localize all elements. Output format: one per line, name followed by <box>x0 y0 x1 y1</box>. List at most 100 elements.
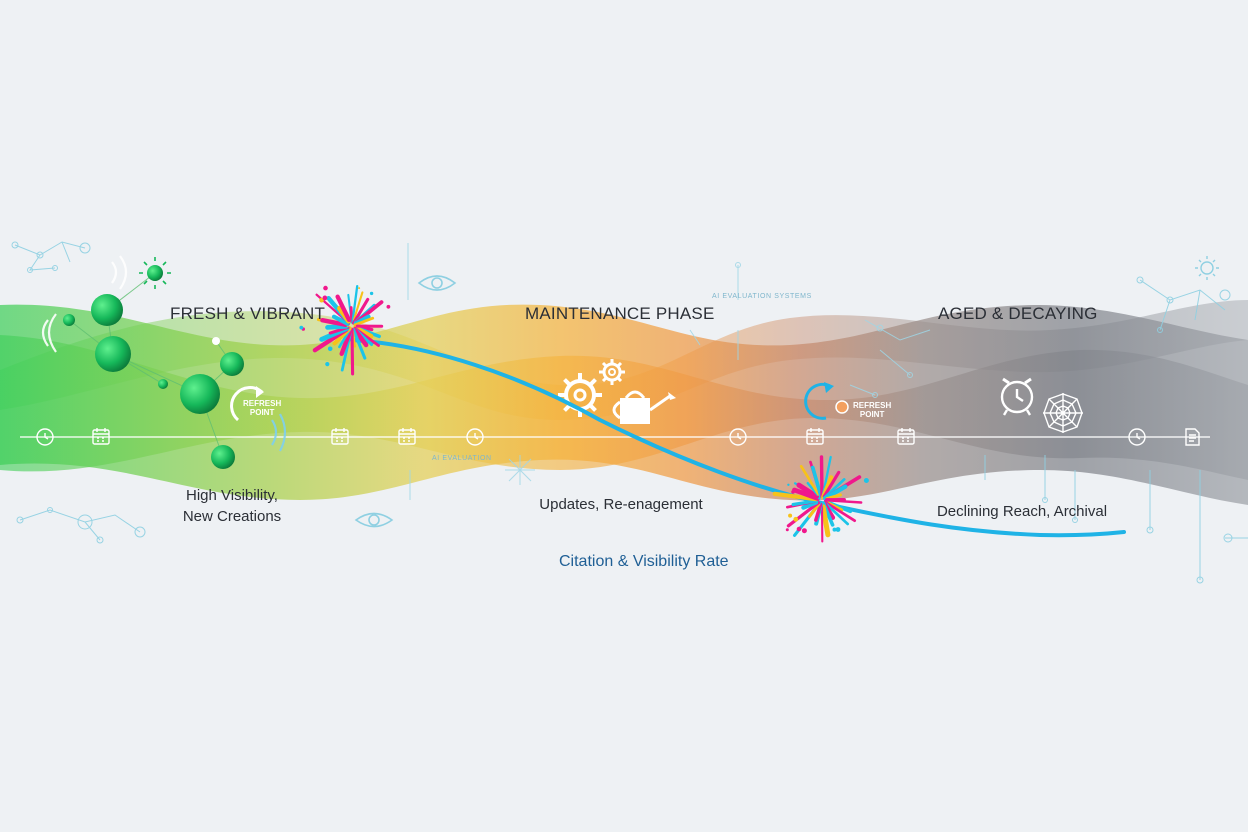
phase-description-fresh: High Visibility, New Creations <box>162 485 302 527</box>
burst-ray <box>351 327 367 360</box>
burst-particle <box>796 526 802 532</box>
burst-particle <box>793 516 799 522</box>
watering-can-icon <box>612 390 676 424</box>
network-node <box>91 294 123 326</box>
gear-icon <box>599 359 625 385</box>
phase-title-aged: AGED & DECAYING <box>938 304 1098 323</box>
burst-ray <box>331 314 350 327</box>
refresh-line: POINT <box>249 408 275 417</box>
burst-ray <box>825 493 842 501</box>
burst-particle <box>791 490 795 494</box>
micro-label: AI EVALUATION <box>432 455 492 462</box>
description-line: Updates, Re-enagement <box>539 496 703 513</box>
refresh-line: REFRESH <box>853 401 892 410</box>
burst-ray <box>819 455 824 499</box>
green-node-network <box>63 257 244 469</box>
burst-ray <box>786 501 820 528</box>
burst-particle <box>369 291 374 296</box>
network-decoration-left <box>11 241 146 544</box>
refresh-line: REFRESH <box>243 399 282 408</box>
network-node <box>220 352 244 376</box>
calendar-icon <box>806 428 824 445</box>
eye-icon <box>417 275 457 291</box>
burst-ray <box>806 481 819 496</box>
burst-ray <box>350 327 355 376</box>
phase-title-maintenance: MAINTENANCE PHASE <box>525 304 715 323</box>
phase-description-aged: Declining Reach, Archival <box>924 501 1120 522</box>
phase-title-fresh: FRESH & VIBRANT <box>170 304 326 323</box>
phase-description-maintenance: Updates, Re-enagement <box>526 494 716 515</box>
burst-particle <box>323 285 328 291</box>
network-node <box>95 336 131 372</box>
refresh-arrow-icon <box>804 382 834 420</box>
burst-ray <box>801 500 819 510</box>
burst-ray <box>823 500 857 523</box>
network-decoration-center <box>407 243 931 500</box>
burst-particle <box>863 478 869 483</box>
network-node <box>211 445 235 469</box>
burst-icon <box>772 455 869 543</box>
description-line: High Visibility, <box>186 487 278 504</box>
burst-particle <box>327 346 333 352</box>
network-node <box>63 314 75 326</box>
burst-particle <box>299 325 304 330</box>
burst-particle <box>785 528 789 532</box>
glowing-node-icon <box>139 257 171 289</box>
refresh-point-label: REFRESH POINT <box>243 399 281 417</box>
burst-ray <box>353 316 375 327</box>
calendar-icon <box>897 428 915 445</box>
burst-ray <box>353 328 369 348</box>
ribbon-band-top-cross <box>0 300 1248 420</box>
refresh-point-dot <box>835 400 849 414</box>
burst-ray <box>808 503 820 518</box>
calendar-icon <box>331 428 349 445</box>
sun-icon <box>1195 256 1219 280</box>
calendar-icon <box>398 428 416 445</box>
burst-ray <box>791 499 818 507</box>
burst-particle <box>788 513 793 518</box>
calendar-icon <box>92 428 110 445</box>
network-node <box>180 374 220 414</box>
burst-ray <box>824 502 850 526</box>
timeline-icons <box>36 428 1200 446</box>
description-line: New Creations <box>182 508 282 525</box>
burst-particle <box>835 527 841 532</box>
clock-icon <box>729 428 747 446</box>
burst-particle <box>386 304 391 309</box>
refresh-arrow-icon <box>230 386 264 422</box>
burst-ray <box>814 502 823 522</box>
burst-ray <box>820 504 831 538</box>
burst-particle <box>319 297 324 303</box>
burst-icon <box>299 284 391 376</box>
burst-particle <box>832 527 837 532</box>
burst-ray <box>335 294 352 322</box>
burst-particle <box>322 295 328 301</box>
description-line: Declining Reach, Archival <box>936 503 1108 520</box>
document-icon <box>1185 428 1200 446</box>
burst-ray <box>352 297 370 325</box>
burst-ray <box>349 306 354 323</box>
cobweb-icon <box>1043 393 1083 433</box>
refresh-line: POINT <box>859 410 885 419</box>
signal-icon <box>41 255 287 452</box>
burst-ray <box>822 484 848 501</box>
refresh-point-label: REFRESH POINT <box>853 401 891 419</box>
micro-label: AI EVALUATION SYSTEMS <box>712 293 812 300</box>
eye-icon <box>354 512 394 528</box>
network-decoration-right <box>984 276 1248 584</box>
burst-particle <box>358 287 361 290</box>
burst-ray <box>351 284 359 324</box>
burst-ray <box>339 328 353 356</box>
clock-icon <box>466 428 484 446</box>
burst-ray <box>799 464 820 496</box>
burst-particle <box>787 483 790 486</box>
citation-rate-label: Citation & Visibility Rate <box>559 553 729 570</box>
burst-ray <box>796 482 819 499</box>
burst-ray <box>811 465 823 498</box>
clock-icon <box>1128 428 1146 446</box>
clock-icon <box>36 428 54 446</box>
burst-ray <box>320 317 348 327</box>
burst-ray <box>822 470 841 498</box>
burst-particle <box>325 362 330 367</box>
